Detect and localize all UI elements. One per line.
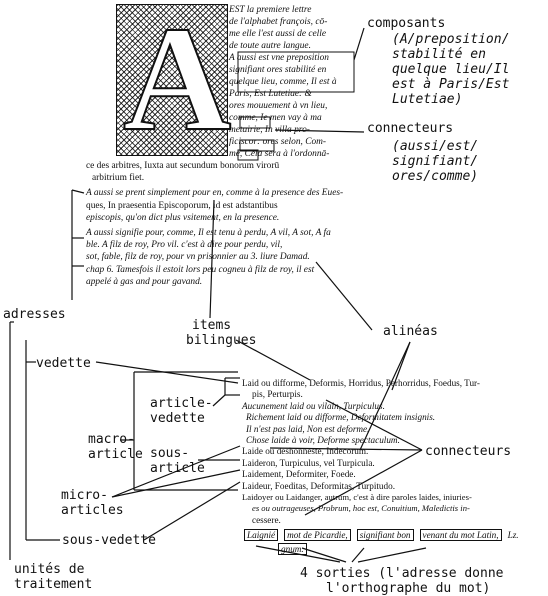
- composants-desc: (A/preposition/ stabilité en quelque lie…: [392, 32, 509, 107]
- top-line: A aussi signifie pour, comme, Il est ten…: [86, 228, 331, 239]
- entry-line: Laideur, Foeditas, Deformitas, Turpitudo…: [242, 480, 395, 491]
- label-line: traitement: [14, 577, 93, 592]
- sortie-box: mot de Picardie,: [284, 529, 351, 542]
- label-line: macro-: [88, 432, 135, 447]
- top-line: de l'alphabet françois, cō-: [229, 17, 328, 27]
- desc-line: stabilité en: [392, 47, 486, 62]
- label-alineas: alinéas: [383, 324, 438, 339]
- entry-line: Laidement, Deformiter, Foede.: [242, 469, 356, 480]
- entry-line: Chose laide à voir, Deforme spectaculum.: [246, 435, 400, 446]
- label-line: article: [150, 461, 205, 476]
- desc-line: (aussi/est/: [392, 139, 479, 154]
- top-line: ce des arbitres, Iuxta aut secundum bono…: [86, 161, 280, 171]
- entry-line: Laideron, Turpiculus, vel Turpicula.: [242, 457, 375, 468]
- label-article-vedette: article- vedette: [150, 396, 213, 426]
- top-line: ficiscor: ores selon, Com-: [229, 137, 327, 147]
- label-bilingues: bilingues: [186, 333, 257, 348]
- label-line: vedette: [150, 411, 205, 426]
- sous-vedette-link: [143, 481, 241, 541]
- label-macro-article: macro- article: [88, 432, 143, 462]
- sortie-box: signifiant bon: [356, 529, 414, 542]
- label-line: unités de: [14, 562, 85, 577]
- label-unites-traitement: unités de traitement: [14, 562, 92, 592]
- entry-line: Laid ou difforme, Deformis, Horridus, Pe…: [242, 378, 480, 388]
- sortie-box: gnum.: [278, 542, 307, 555]
- label-micro-articles: micro- articles: [61, 488, 124, 518]
- sortie-continuation: gnum.: [242, 542, 542, 555]
- top-line: A aussi est vne preposition: [229, 53, 329, 63]
- desc-line: est à Paris/Est: [392, 77, 510, 92]
- sortie-box: Laignié: [244, 529, 279, 542]
- ornate-initial-a: A: [116, 0, 232, 160]
- sorties-row: Laignié mot de Picardie, signifiant bon ven…: [242, 529, 542, 542]
- label-line: articles: [61, 503, 124, 518]
- top-right-text: EST la premiere lettre de l'alphabet fra…: [229, 4, 351, 160]
- label-connecteurs-bottom: connecteurs: [425, 444, 512, 459]
- entry-line: es ou outrageuses, Probrum, hoc est, Con…: [252, 503, 470, 514]
- label-adresses: adresses: [3, 307, 66, 322]
- top-line: A aussi se prent simplement pour en, com…: [86, 188, 344, 199]
- adresses-line-1: [71, 189, 85, 194]
- label-items: items: [192, 318, 232, 333]
- top-line: EST la premiere lettre: [229, 5, 312, 15]
- entry-line: Aucunement laid ou vilain, Turpiculus.: [242, 400, 385, 411]
- top-line: metairie, In villa pro-: [229, 125, 310, 135]
- sortie-text: Lz.: [507, 530, 519, 541]
- label-connecteurs-top: connecteurs: [367, 121, 454, 136]
- vedette-arrow: [95, 361, 239, 384]
- label-line: micro-: [61, 488, 108, 503]
- top-line: de toute autre langue.: [229, 41, 311, 51]
- label-line: article-: [150, 396, 213, 411]
- connecteurs-desc: (aussi/est/ signifiant/ ores/comme): [392, 139, 478, 184]
- label-sous-article: sous- article: [150, 446, 205, 476]
- top-line: signifiant ores stabilité en: [229, 65, 327, 75]
- av-link: [212, 394, 226, 407]
- desc-line: quelque lieu/Il: [392, 62, 510, 77]
- top-full-text: ce des arbitres, Iuxta aut secundum bono…: [86, 160, 354, 288]
- entry-line: Il n'est pas laid, Non est deforme.: [246, 423, 370, 434]
- top-line: ble. A filz de roy, Pro vil. c'est à dir…: [86, 240, 283, 251]
- top-line: me elle l'est aussi de celle: [229, 29, 327, 39]
- label-line: sous-: [150, 446, 190, 461]
- bottom-entry: Laid ou difforme, Deformis, Horridus, Pe…: [242, 378, 542, 555]
- desc-line: signifiant/: [392, 154, 479, 169]
- top-line: chap 6. Tamesfois il estoit lors peu cog…: [86, 264, 315, 275]
- desc-line: ores/comme): [392, 169, 479, 184]
- label-sorties: 4 sorties (l'adresse donne l'orthographe…: [300, 566, 504, 596]
- entry-line: Laidoyer ou Laidanger, autrum, c'est à d…: [242, 492, 472, 503]
- top-line: arbitrium fiet.: [92, 173, 145, 184]
- label-line: 4 sorties (l'adresse donne: [300, 566, 504, 581]
- sortie-box: venant du mot Latin,: [419, 529, 502, 542]
- top-line: ques, In praesentia Episcoporum, id est …: [86, 200, 278, 211]
- label-line: l'orthographe du mot): [326, 581, 491, 596]
- label-composants: composants: [367, 16, 446, 31]
- entry-line: Richement laid ou difforme, Deformitatem…: [246, 412, 436, 423]
- top-line: episcopis, qu'on dict plus vsitement, en…: [86, 212, 280, 223]
- label-vedette: vedette: [36, 356, 91, 371]
- label-line: article: [88, 447, 143, 462]
- desc-line: (A/preposition/: [392, 32, 510, 47]
- entry-line: pis, Perturpis.: [252, 389, 303, 400]
- top-line: Paris, Est Lutetiae: &: [229, 89, 312, 99]
- top-line: comme, Ie men vay à ma: [229, 113, 322, 123]
- desc-line: Lutetiae): [392, 92, 463, 107]
- initial-letter: A: [122, 0, 232, 162]
- top-line: me, Cela sera à l'ordonnā-: [229, 149, 330, 159]
- composants-line: [353, 27, 365, 61]
- top-line: ores mouuement à vn lieu,: [229, 101, 328, 111]
- entry-line: cessere.: [252, 514, 281, 525]
- top-line: quelque lieu, comme, Il est à: [229, 77, 337, 87]
- top-line: appelé à gas and pour gavand.: [86, 276, 203, 287]
- top-line: sot, fable, filz de roy, pour vn prisonn…: [86, 252, 310, 263]
- label-sous-vedette: sous-vedette: [62, 533, 156, 548]
